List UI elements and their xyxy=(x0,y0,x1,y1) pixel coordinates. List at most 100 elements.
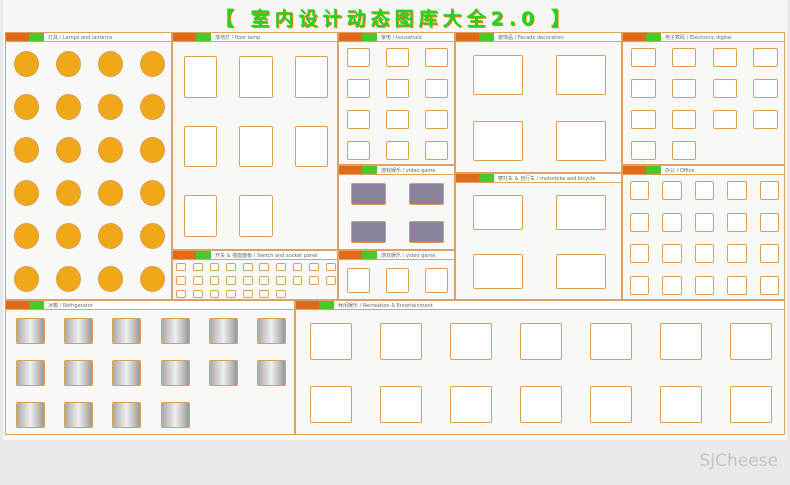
asset-item[interactable] xyxy=(239,195,273,238)
asset-item[interactable] xyxy=(556,55,607,95)
asset-item[interactable] xyxy=(242,262,253,271)
asset-item[interactable] xyxy=(239,55,273,98)
asset-item[interactable] xyxy=(660,385,702,424)
asset-item[interactable] xyxy=(112,360,142,386)
asset-item[interactable] xyxy=(631,79,656,98)
asset-item[interactable] xyxy=(14,180,40,207)
asset-item[interactable] xyxy=(184,55,218,98)
asset-item[interactable] xyxy=(727,212,747,232)
asset-item[interactable] xyxy=(472,55,523,95)
asset-item[interactable] xyxy=(590,322,632,361)
asset-item[interactable] xyxy=(259,290,270,299)
asset-item[interactable] xyxy=(97,180,123,207)
asset-item[interactable] xyxy=(139,266,165,293)
asset-item[interactable] xyxy=(292,262,303,271)
asset-item[interactable] xyxy=(385,48,410,67)
asset-item[interactable] xyxy=(176,290,187,299)
asset-item[interactable] xyxy=(662,244,682,264)
asset-item[interactable] xyxy=(472,194,523,231)
asset-item[interactable] xyxy=(694,181,715,201)
asset-item[interactable] xyxy=(556,194,607,231)
asset-item[interactable] xyxy=(671,141,697,160)
asset-item[interactable] xyxy=(424,141,449,160)
asset-item[interactable] xyxy=(520,322,562,361)
asset-item[interactable] xyxy=(385,79,410,98)
asset-item[interactable] xyxy=(629,275,650,295)
asset-item[interactable] xyxy=(350,220,386,244)
asset-item[interactable] xyxy=(346,48,371,67)
asset-item[interactable] xyxy=(112,318,142,344)
asset-item[interactable] xyxy=(712,79,738,98)
asset-item[interactable] xyxy=(759,275,780,295)
asset-item[interactable] xyxy=(239,125,273,168)
asset-item[interactable] xyxy=(694,212,715,232)
asset-item[interactable] xyxy=(424,79,449,98)
asset-item[interactable] xyxy=(112,402,142,428)
asset-item[interactable] xyxy=(472,253,523,290)
asset-item[interactable] xyxy=(294,125,328,168)
asset-item[interactable] xyxy=(275,262,286,271)
asset-item[interactable] xyxy=(64,318,93,344)
asset-item[interactable] xyxy=(209,290,220,299)
asset-item[interactable] xyxy=(209,276,220,285)
asset-item[interactable] xyxy=(385,268,410,293)
asset-item[interactable] xyxy=(346,110,371,129)
asset-item[interactable] xyxy=(56,136,82,163)
asset-item[interactable] xyxy=(409,220,445,244)
asset-item[interactable] xyxy=(346,268,371,293)
asset-item[interactable] xyxy=(15,360,45,386)
asset-item[interactable] xyxy=(631,141,656,160)
asset-item[interactable] xyxy=(424,48,449,67)
asset-item[interactable] xyxy=(15,402,45,428)
asset-item[interactable] xyxy=(759,244,780,264)
asset-item[interactable] xyxy=(97,136,123,163)
asset-item[interactable] xyxy=(56,223,82,250)
asset-item[interactable] xyxy=(139,136,165,163)
asset-item[interactable] xyxy=(727,244,747,264)
asset-item[interactable] xyxy=(730,322,772,361)
asset-item[interactable] xyxy=(97,223,123,250)
asset-item[interactable] xyxy=(56,266,82,293)
asset-item[interactable] xyxy=(409,182,445,206)
asset-item[interactable] xyxy=(556,253,607,290)
asset-item[interactable] xyxy=(192,262,203,271)
asset-item[interactable] xyxy=(520,385,562,424)
asset-item[interactable] xyxy=(97,266,123,293)
asset-item[interactable] xyxy=(662,275,682,295)
asset-item[interactable] xyxy=(14,93,40,120)
asset-item[interactable] xyxy=(727,275,747,295)
asset-item[interactable] xyxy=(629,181,650,201)
asset-item[interactable] xyxy=(184,195,218,238)
asset-item[interactable] xyxy=(56,180,82,207)
asset-item[interactable] xyxy=(14,136,40,163)
asset-item[interactable] xyxy=(631,110,656,129)
asset-item[interactable] xyxy=(385,141,410,160)
asset-item[interactable] xyxy=(385,110,410,129)
asset-item[interactable] xyxy=(259,262,270,271)
asset-item[interactable] xyxy=(176,276,187,285)
asset-item[interactable] xyxy=(257,318,287,344)
asset-item[interactable] xyxy=(753,79,778,98)
asset-item[interactable] xyxy=(671,79,697,98)
asset-item[interactable] xyxy=(753,110,778,129)
asset-item[interactable] xyxy=(472,121,523,161)
asset-item[interactable] xyxy=(209,360,238,386)
asset-item[interactable] xyxy=(309,276,320,285)
asset-item[interactable] xyxy=(671,110,697,129)
asset-item[interactable] xyxy=(662,212,682,232)
asset-item[interactable] xyxy=(292,276,303,285)
asset-item[interactable] xyxy=(226,262,237,271)
asset-item[interactable] xyxy=(759,212,780,232)
asset-item[interactable] xyxy=(160,318,190,344)
asset-item[interactable] xyxy=(139,180,165,207)
asset-item[interactable] xyxy=(184,125,218,168)
asset-item[interactable] xyxy=(712,110,738,129)
asset-item[interactable] xyxy=(325,262,336,271)
asset-item[interactable] xyxy=(350,182,386,206)
asset-item[interactable] xyxy=(242,276,253,285)
asset-item[interactable] xyxy=(192,290,203,299)
asset-item[interactable] xyxy=(712,48,738,67)
asset-item[interactable] xyxy=(310,322,352,361)
asset-item[interactable] xyxy=(325,276,336,285)
asset-item[interactable] xyxy=(56,93,82,120)
